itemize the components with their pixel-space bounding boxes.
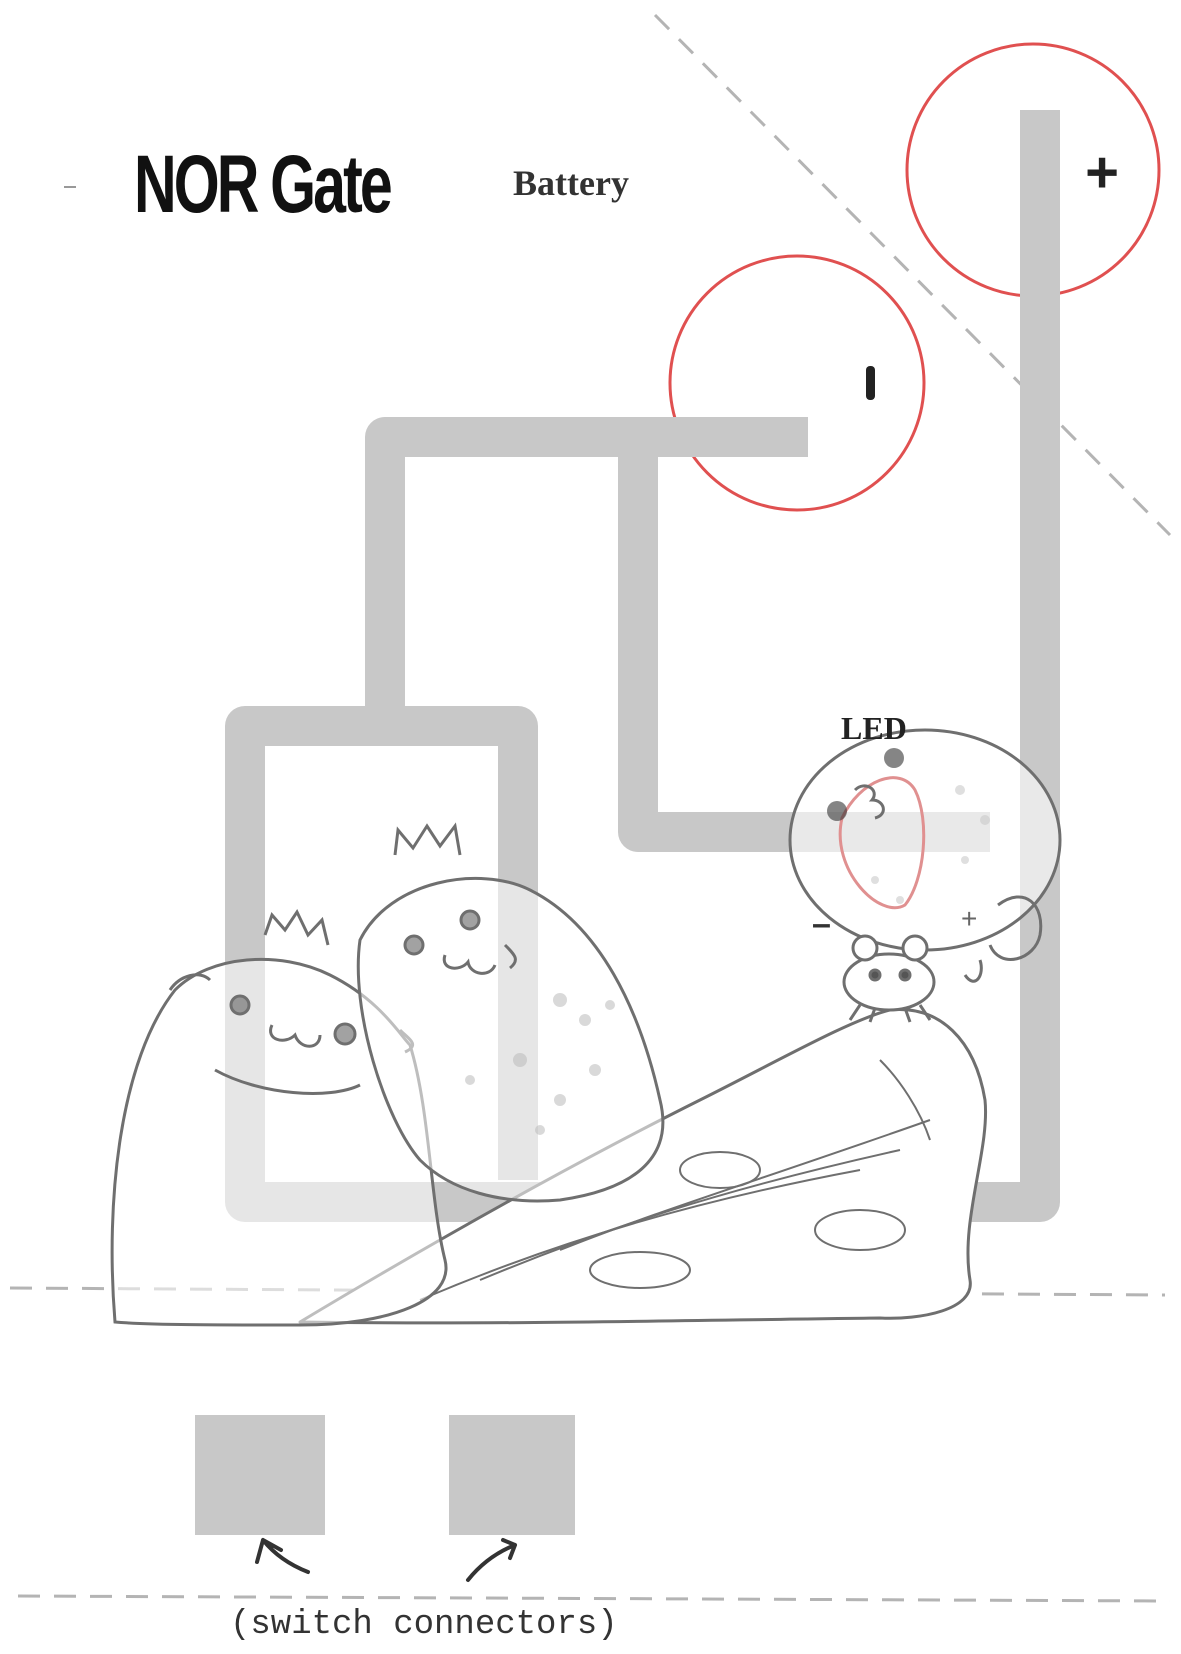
seal-left-icon bbox=[110, 908, 448, 1327]
switch-connector-left[interactable] bbox=[195, 1415, 325, 1535]
battery-label: Battery bbox=[513, 163, 629, 203]
switch-connector-right[interactable] bbox=[449, 1415, 575, 1535]
battery-negative-mark bbox=[866, 366, 875, 400]
battery-positive-mark: + bbox=[1085, 140, 1119, 205]
led-plus-mark: + bbox=[961, 903, 977, 934]
seal-right-icon bbox=[356, 822, 665, 1203]
arrow-left-icon bbox=[255, 1538, 310, 1574]
led-minus-mark: – bbox=[812, 905, 831, 943]
arrow-right-icon bbox=[466, 1538, 517, 1582]
led-label: LED bbox=[841, 710, 907, 746]
led-pufferfish-icon bbox=[788, 728, 1062, 983]
cut-guide-lower bbox=[17, 1594, 1171, 1603]
led-outline bbox=[838, 776, 926, 910]
fold-guide-diagonal bbox=[653, 13, 1172, 537]
switch-connectors-caption: (switch connectors) bbox=[230, 1606, 618, 1644]
crab-icon bbox=[842, 934, 936, 1023]
battery-negative-outline bbox=[668, 254, 926, 512]
page-title: NOR Gate bbox=[134, 139, 393, 230]
trace-negative-main bbox=[225, 110, 1060, 1222]
